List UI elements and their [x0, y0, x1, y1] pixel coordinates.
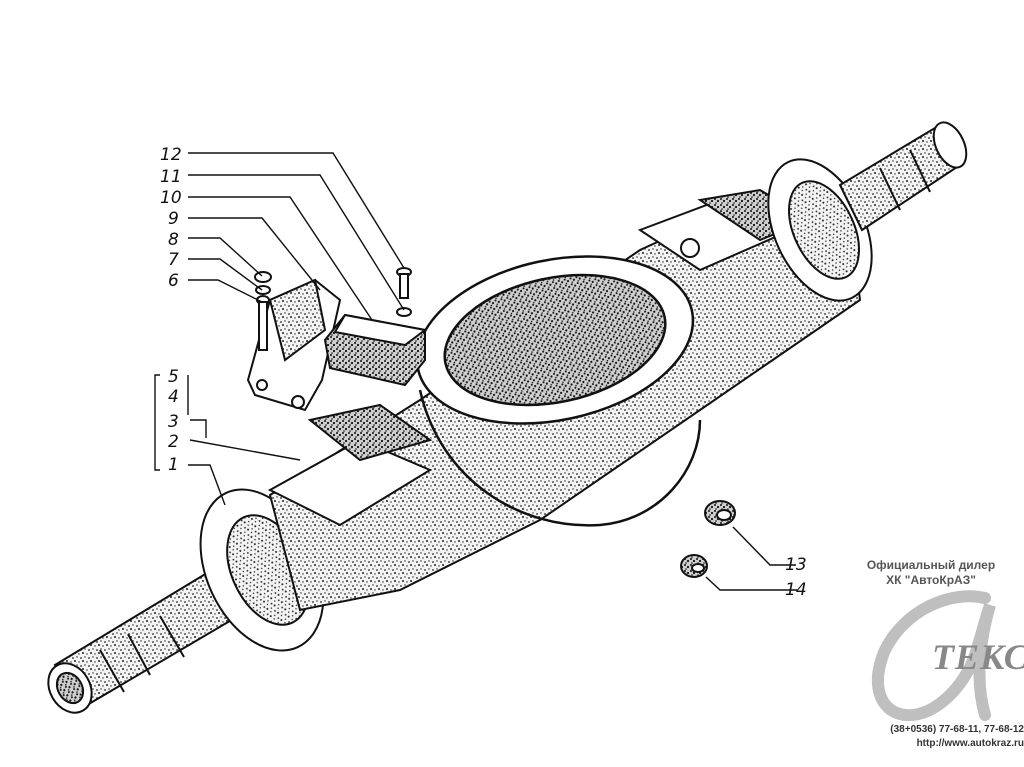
differential-housing [415, 255, 702, 527]
callout-14: 14 [785, 580, 807, 600]
callout-6: 6 [168, 271, 179, 291]
callout-10: 10 [160, 188, 182, 208]
callout-12: 12 [160, 145, 182, 165]
callout-labels: 12 11 10 9 8 7 6 5 4 3 2 1 13 14 [160, 145, 807, 600]
callout-1: 1 [168, 455, 179, 475]
bolt-stack [254, 271, 272, 351]
callout-2: 2 [168, 432, 179, 452]
callout-3: 3 [168, 412, 179, 432]
right-axle-shaft [838, 121, 968, 232]
callout-5: 5 [168, 367, 179, 387]
dealer-url[interactable]: http://www.autokraz.ru [916, 738, 1024, 749]
callout-4: 4 [168, 387, 179, 407]
callout-8: 8 [168, 230, 179, 250]
dealer-phone: (38+0536) 77-68-11, 77-68-12 [890, 724, 1024, 735]
callout-9: 9 [168, 209, 179, 229]
callout-11: 11 [160, 167, 182, 187]
pad-block [323, 313, 428, 387]
dealer-company: ХК "АвтоКрАЗ" [886, 573, 976, 587]
bolt-washer [396, 267, 412, 317]
left-axle-shaft [47, 568, 242, 714]
callout-13: 13 [785, 555, 807, 575]
plug-13 [704, 500, 736, 526]
plug-14 [680, 554, 708, 578]
callout-7: 7 [168, 250, 179, 270]
dealer-caption: Официальный дилер [866, 558, 996, 572]
leader-lines [154, 152, 797, 591]
brand-logo-text: ТЕКС [932, 637, 1024, 677]
bracket [246, 278, 342, 412]
alpha-logo [871, 590, 996, 722]
